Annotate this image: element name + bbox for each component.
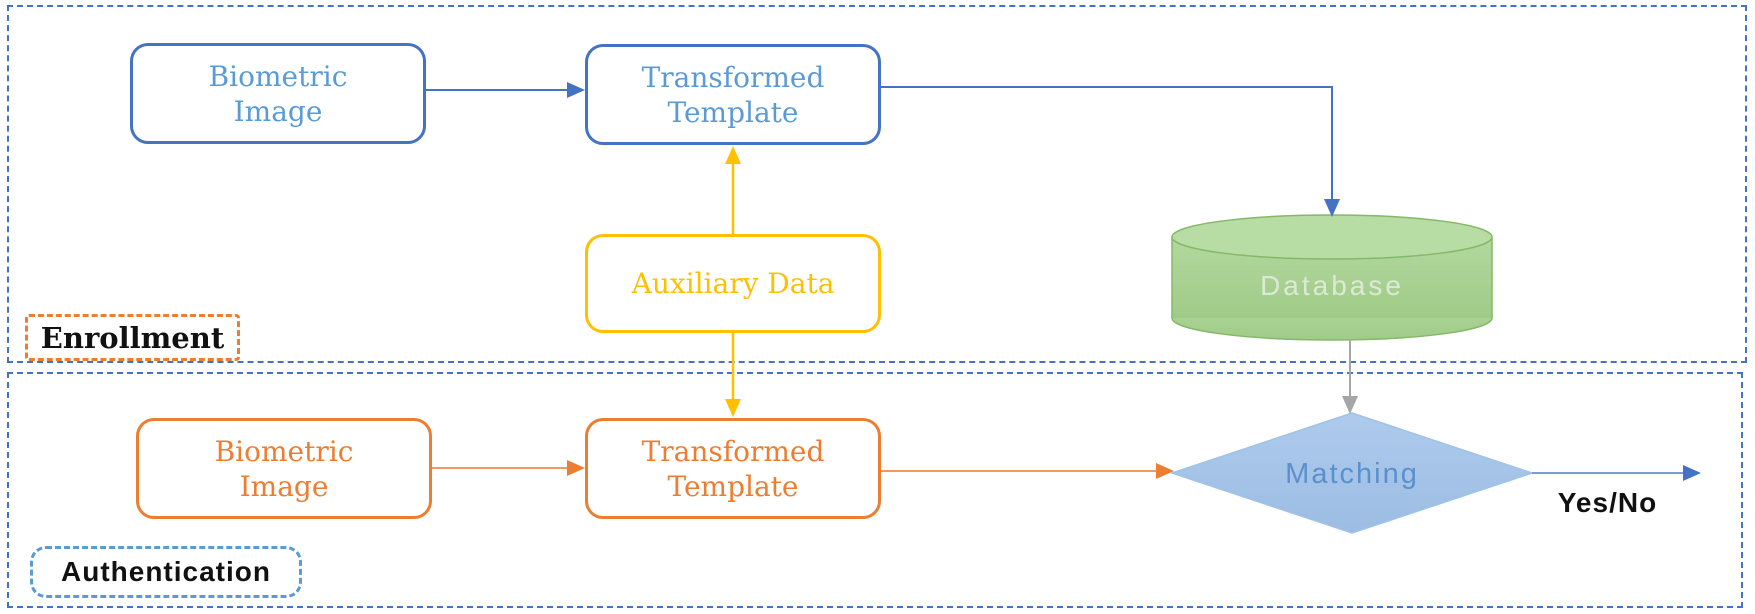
enrollment-section-label: Enrollment [25, 314, 240, 361]
auth-transformed-template-node: Transformed Template [585, 418, 881, 519]
auxiliary-data-node: Auxiliary Data [585, 234, 881, 333]
node-label-line: Image [239, 469, 329, 503]
node-label-line: Transformed [641, 434, 825, 468]
node-label-line: Image [233, 94, 323, 128]
authentication-section-frame [7, 372, 1743, 608]
enrollment-section-frame [7, 5, 1747, 363]
enroll-transformed-template-node: Transformed Template [585, 44, 881, 145]
authentication-section-label: Authentication [30, 546, 302, 598]
node-label-line: Transformed [641, 60, 825, 94]
auth-biometric-image-node: Biometric Image [136, 418, 432, 519]
node-label-line: Auxiliary Data [631, 267, 835, 300]
node-label-line: Biometric [214, 434, 354, 468]
node-label-line: Biometric [208, 59, 348, 93]
enroll-biometric-image-node: Biometric Image [130, 43, 426, 144]
node-label-line: Template [667, 95, 799, 129]
node-label-line: Template [667, 469, 799, 503]
